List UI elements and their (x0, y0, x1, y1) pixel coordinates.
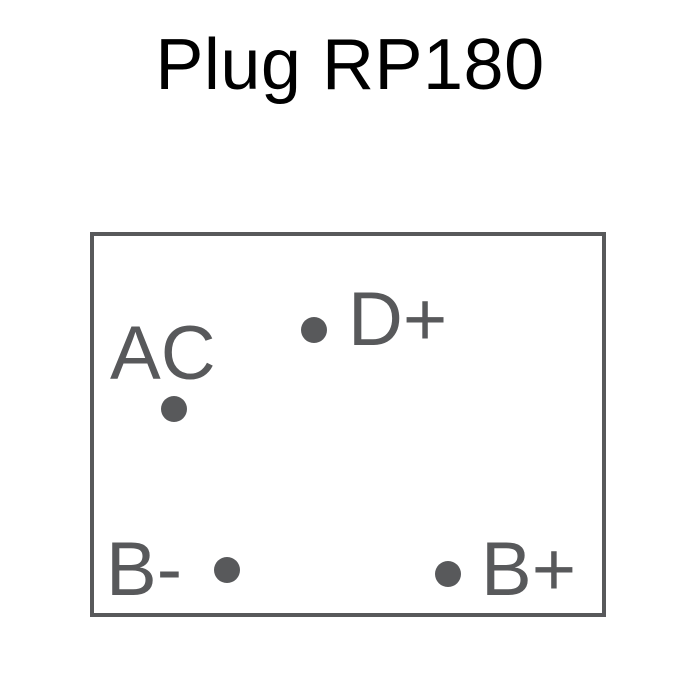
plug-outline (90, 232, 606, 617)
plug-title: Plug RP180 (155, 25, 545, 105)
pin-dot-b-plus (435, 561, 461, 587)
pin-dot-ac (161, 396, 187, 422)
pin-dot-d-plus (301, 317, 327, 343)
pin-label-b-minus: B- (106, 527, 182, 612)
pin-label-d-plus: D+ (348, 277, 448, 362)
pin-label-b-plus: B+ (481, 527, 577, 612)
pin-dot-b-minus (214, 557, 240, 583)
pin-label-ac: AC (110, 311, 216, 396)
